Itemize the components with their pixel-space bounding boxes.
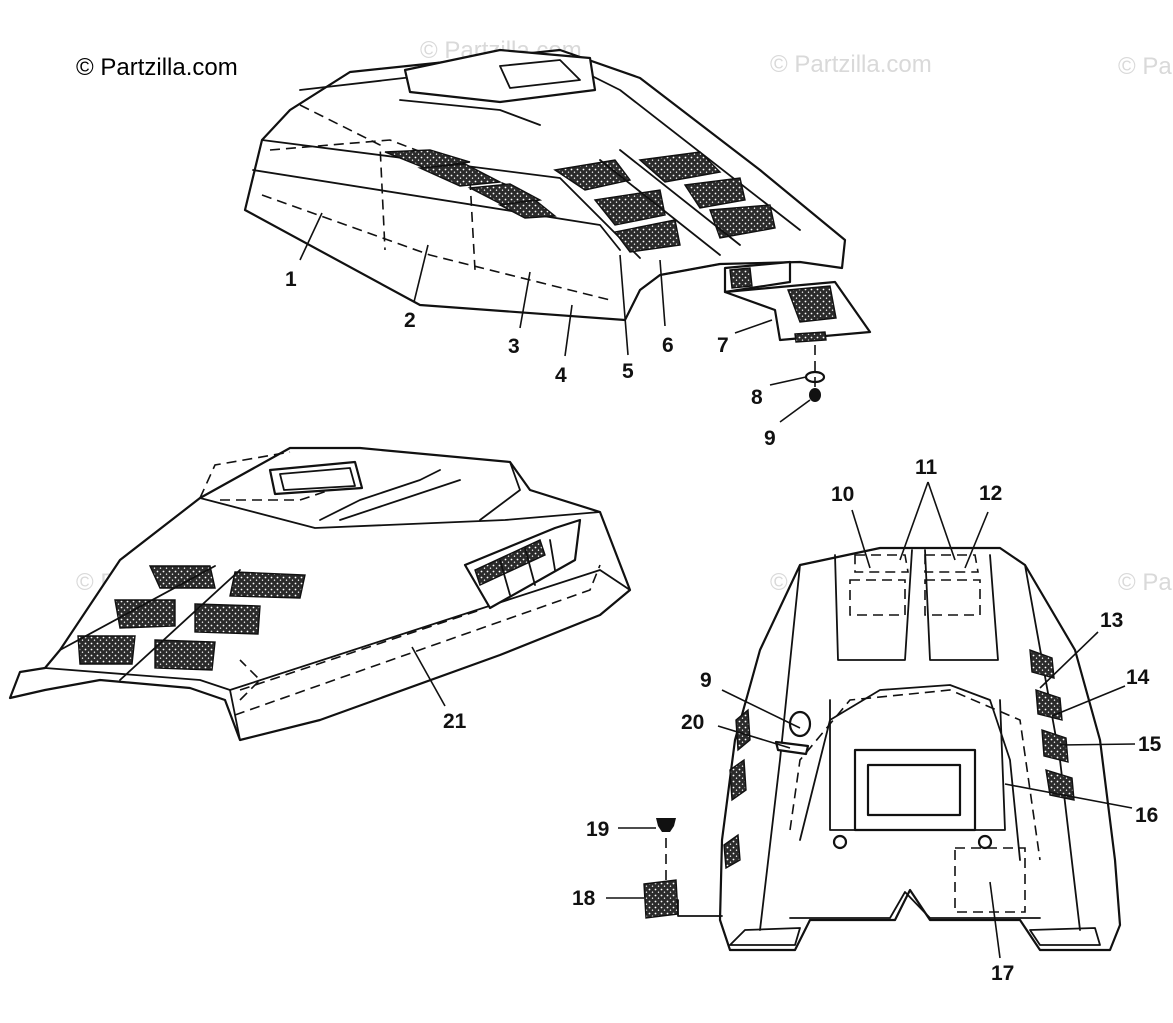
callout-9-right: 9 [700,669,712,692]
right-leaders [606,481,1136,959]
callout-19: 19 [586,818,609,841]
watermark-faint-7: © Partzilla.com [1118,569,1173,596]
callout-15: 15 [1138,733,1162,756]
callout-20: 20 [681,711,704,734]
callout-14: 14 [1126,666,1150,689]
callout-1: 1 [285,268,297,291]
callout-18: 18 [572,887,596,910]
leader-21 [411,646,446,707]
callout-12: 12 [979,482,1002,505]
watermark-main: © Partzilla.com [76,54,238,81]
callout-17: 17 [991,962,1014,985]
bolt-icon [809,388,821,402]
screw-icon [656,818,676,832]
callout-4: 4 [555,364,567,387]
hood-top-view [243,48,872,402]
callout-9-top: 9 [764,427,776,450]
callout-3: 3 [508,335,520,358]
callout-21: 21 [443,710,467,733]
watermark-faint-3: © Partzilla.com [1118,53,1173,80]
callout-11: 11 [915,456,938,479]
callout-numbers: 1 2 3 4 5 6 7 8 9 10 11 12 13 14 15 16 1… [285,268,1162,985]
callout-6: 6 [662,334,674,357]
callout-10: 10 [831,483,854,506]
callout-8: 8 [751,386,763,409]
hood-left-view [8,446,632,742]
watermark-faint-2: © Partzilla.com [770,51,932,78]
callout-7: 7 [717,334,729,357]
callout-2: 2 [404,309,416,332]
top-leaders [299,212,811,423]
hood-underside-view [643,546,1122,952]
foam-block-icon [643,879,679,919]
callout-5: 5 [622,360,634,383]
callout-16: 16 [1135,804,1158,827]
callout-13: 13 [1100,609,1123,632]
